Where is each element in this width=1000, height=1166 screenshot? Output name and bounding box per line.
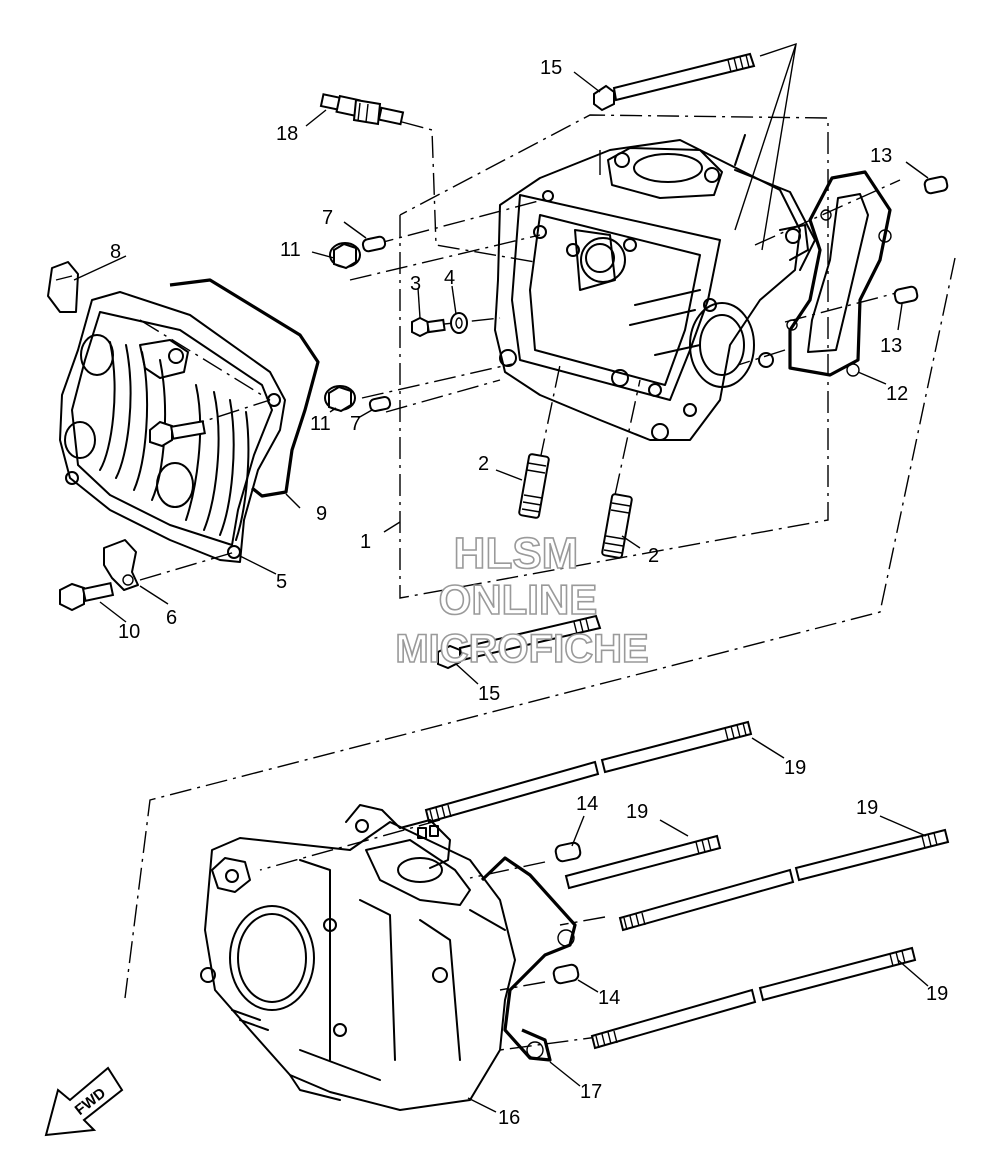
gasket-part-12 [786, 170, 892, 377]
assembly-boundary-cylinder-head [399, 114, 829, 599]
callout-19-c: 19 [856, 797, 878, 819]
washer-part-4 [450, 312, 468, 334]
cylinder-head-part-1 [494, 134, 816, 441]
stud-bolt-part-19-b [564, 834, 722, 890]
callout-leader-lines [73, 71, 929, 1113]
stud-bolt-part-19-c [618, 828, 950, 932]
callout-13-bottom: 13 [880, 335, 902, 357]
callout-4: 4 [444, 267, 455, 289]
callout-10: 10 [118, 621, 140, 643]
dowel-pin-part-13-top [923, 175, 949, 195]
callout-8: 8 [110, 241, 121, 263]
callout-19-b: 19 [626, 801, 648, 823]
flange-bolt-part-11-bottom [324, 385, 356, 413]
callout-12: 12 [886, 383, 908, 405]
callout-7-bottom: 7 [350, 413, 361, 435]
bracket-part-6 [103, 539, 139, 591]
cover-bolt-center [149, 420, 206, 448]
callout-7-top: 7 [322, 207, 333, 229]
stud-bolt-part-19-a [424, 720, 753, 824]
callout-11-bottom: 11 [310, 413, 331, 435]
callout-3: 3 [410, 273, 421, 295]
stud-bolt-part-15-bottom [437, 614, 602, 670]
dowel-pin-part-7-bottom [368, 395, 392, 413]
dowel-pin-part-7-top [361, 235, 387, 253]
watermark-line-1: HLSM [454, 529, 579, 578]
spark-plug-part-18 [319, 93, 405, 126]
stud-bolt-part-15-top [593, 52, 756, 112]
bolt-part-3 [411, 316, 446, 338]
cover-gasket-part-9 [169, 278, 320, 498]
callout-9: 9 [316, 503, 327, 525]
dowel-pin-part-14-top [554, 841, 582, 863]
callout-13-top: 13 [870, 145, 892, 167]
callout-5: 5 [276, 571, 287, 593]
bolt-part-10 [59, 582, 115, 612]
stud-part-2-left [518, 453, 550, 519]
callout-6: 6 [166, 607, 177, 629]
callout-15-bottom: 15 [478, 683, 500, 705]
callout-17: 17 [580, 1081, 602, 1103]
flange-bolt-part-11-top [329, 242, 361, 270]
callout-18: 18 [276, 123, 298, 145]
cylinder-part-16 [200, 804, 516, 1111]
plate-part-8 [47, 261, 79, 313]
watermark-line-3: MICROFICHE [395, 627, 648, 671]
callout-14-bottom: 14 [598, 987, 620, 1009]
callout-16: 16 [498, 1107, 520, 1129]
callout-2-left: 2 [478, 453, 489, 475]
dowel-pin-part-13-bottom [893, 285, 919, 305]
callout-19-d: 19 [926, 983, 948, 1005]
callout-11-top: 11 [280, 239, 301, 261]
callout-labels: 15 18 7 11 8 3 4 11 7 13 13 12 9 2 2 1 5… [110, 57, 948, 1129]
watermark: HLSM ONLINE MICROFICHE [395, 528, 650, 672]
callout-14-top: 14 [576, 793, 598, 815]
dowel-pin-part-14-bottom [552, 963, 580, 985]
fwd-arrow-icon: FWD [44, 1066, 124, 1137]
watermark-line-2: ONLINE [439, 576, 598, 623]
callout-15-top: 15 [540, 57, 562, 79]
callout-19-a: 19 [784, 757, 806, 779]
cylinder-gasket-part-17 [480, 856, 577, 1062]
callout-2-right: 2 [648, 545, 659, 567]
callout-1: 1 [360, 531, 371, 553]
stud-part-2-right [601, 493, 633, 559]
stud-bolt-part-19-d [590, 946, 917, 1050]
